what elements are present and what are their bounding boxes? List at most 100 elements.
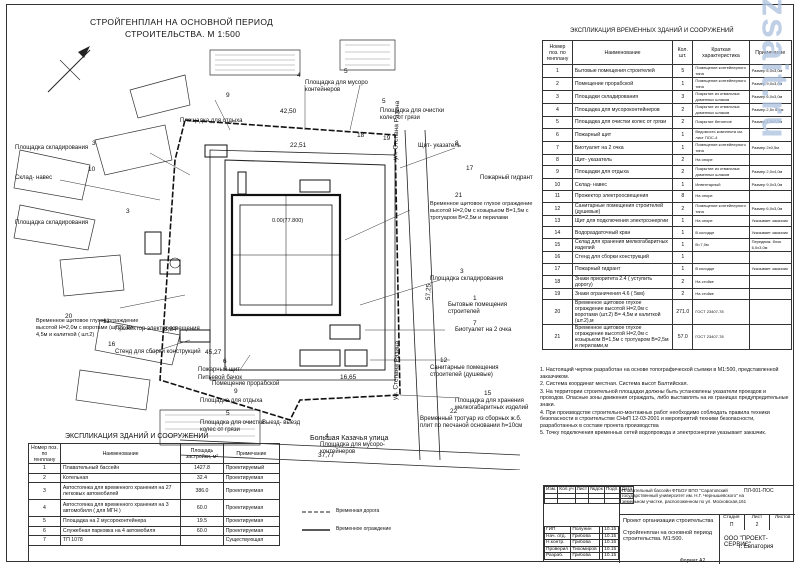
label-water-cooler: Питьевой бачок	[198, 375, 242, 381]
callout-3: 3	[92, 140, 96, 147]
temp-table-cell: ГОСТ 23407-78	[692, 324, 750, 351]
temp-table-cell: 3	[542, 90, 573, 104]
stage-row: Стадия Лист Листов	[719, 514, 795, 530]
buildings-table-cell: 1427.8	[180, 463, 224, 474]
temp-table-cell: 5	[542, 116, 573, 129]
temp-table-cell: Помещение прорабской	[571, 77, 674, 91]
revision-col-header: Подп.	[603, 486, 621, 494]
callout-7: 7	[473, 320, 477, 327]
temp-table-cell: 13	[542, 214, 573, 228]
temp-table-cell: 1	[672, 178, 694, 192]
temp-table-cell: 6	[542, 127, 573, 142]
note-item: 5. Точку подключения временных сетей вод…	[540, 430, 767, 437]
dimension-57-25: 57,25	[425, 283, 433, 301]
dimension-42-50: 42,50	[280, 108, 297, 115]
sheet-label: Лист	[745, 515, 771, 530]
signature-cell: Н.контр.	[543, 539, 572, 547]
label-trash-area: Площадка для мусоро- контейнеров	[320, 442, 385, 455]
stage-values: П 2	[719, 522, 795, 530]
temp-table-cell: Размер 6,0х3,0м	[748, 201, 793, 216]
buildings-table-cell: Проектируемая	[222, 525, 281, 536]
temp-table-cell	[748, 324, 793, 351]
temp-table-cell: 1	[672, 140, 694, 155]
temp-table-cell	[748, 274, 793, 289]
temp-table-cell: Размер 2х0,5м	[748, 140, 793, 155]
temp-table-cell: 2	[672, 274, 694, 289]
temp-table-cell: Покрытие бетонное	[692, 116, 750, 129]
temp-table-cell: 10	[542, 178, 573, 192]
stage-value: П	[729, 522, 734, 528]
temp-table-cell: В=7,0м	[692, 238, 750, 253]
label-storage-area-2: Площадка складирования	[15, 220, 89, 226]
buildings-table-cell: Автостоянка для временного хранения на 3…	[59, 499, 182, 517]
buildings-table-cell: 3	[28, 482, 61, 500]
temp-table-cell: Водораздаточный кран	[571, 226, 674, 240]
buildings-table-cell	[180, 535, 224, 546]
temp-col-header: Номер поз. по генплану	[542, 40, 573, 65]
temp-table-cell: На опоре	[692, 153, 750, 167]
doc-code: ПЛ-001-ПОС	[744, 488, 774, 494]
temp-table-cell: 11	[542, 190, 573, 203]
revision-col-header: Изм.	[543, 486, 559, 494]
callout-20: 20	[65, 313, 73, 320]
plan-title-line1: СТРОЙГЕНПЛАН НА ОСНОВНОЙ ПЕРИОД	[90, 17, 274, 27]
temp-table-cell	[748, 299, 793, 326]
temp-table-cell	[748, 287, 793, 301]
label-fence-left: Временное щитовое глухое ограждение высо…	[36, 318, 139, 338]
bottom-col-header: Площадь застройки, м²	[180, 443, 224, 464]
temp-table-cell: 1	[672, 127, 694, 142]
callout-17: 17	[466, 165, 474, 172]
label-exit: Выезд- выезд	[262, 420, 301, 426]
label-sanitary: Санитарные помещения строителей (душевые…	[430, 365, 499, 378]
section-name: Проект организации строительства	[623, 518, 714, 524]
temp-table-cell: 57.0	[672, 324, 694, 351]
temp-table-cell: 9	[542, 165, 573, 180]
dimension-8-84: 8,84	[164, 326, 177, 333]
label-fire-hydrant: Пожарный гидрант	[480, 175, 533, 181]
building-mark: 0.00(77.800)	[272, 218, 304, 224]
temp-table-cell: Размер 2,0х4,0м	[748, 165, 793, 180]
callout-11: 11	[103, 318, 110, 325]
callout-3b: 3	[126, 208, 130, 215]
temp-table-cell	[692, 251, 750, 264]
bottom-col-header: Наименование	[59, 443, 182, 464]
callout-9b: 9	[234, 388, 238, 395]
temp-table-cell: 21	[542, 324, 573, 351]
temp-table-cell: Помещение контейнерного типа	[692, 64, 750, 78]
temp-table-cell: 1	[672, 262, 694, 276]
company-city: г. Евпатория	[739, 544, 774, 550]
callout-9: 9	[226, 92, 230, 99]
callout-10: 10	[88, 166, 96, 173]
callout-15: 15	[484, 390, 492, 397]
signature-cell: 10.15	[602, 552, 619, 560]
buildings-table-cell: Проектируемая	[222, 499, 281, 517]
note-item: 4. При производстве строительно-монтажны…	[540, 409, 770, 429]
temp-table-cell: Указывает заказчик	[748, 262, 793, 276]
buildings-table-cell: Проектируемая	[222, 482, 281, 500]
temp-table-cell: Указывает заказчик	[748, 226, 793, 240]
temp-table-cell: 12	[542, 201, 573, 216]
temp-table-cell: Прожектор электроосвещения	[571, 190, 674, 203]
buildings-table-cell: 5	[28, 516, 61, 527]
dimension-22-51: 22,51	[290, 142, 307, 149]
temp-table-cell: 18	[542, 274, 573, 289]
temp-table-cell: 1	[542, 64, 573, 78]
label-shed: Склад- навес	[15, 175, 53, 181]
temp-col-header: Кол. шт.	[672, 40, 694, 65]
